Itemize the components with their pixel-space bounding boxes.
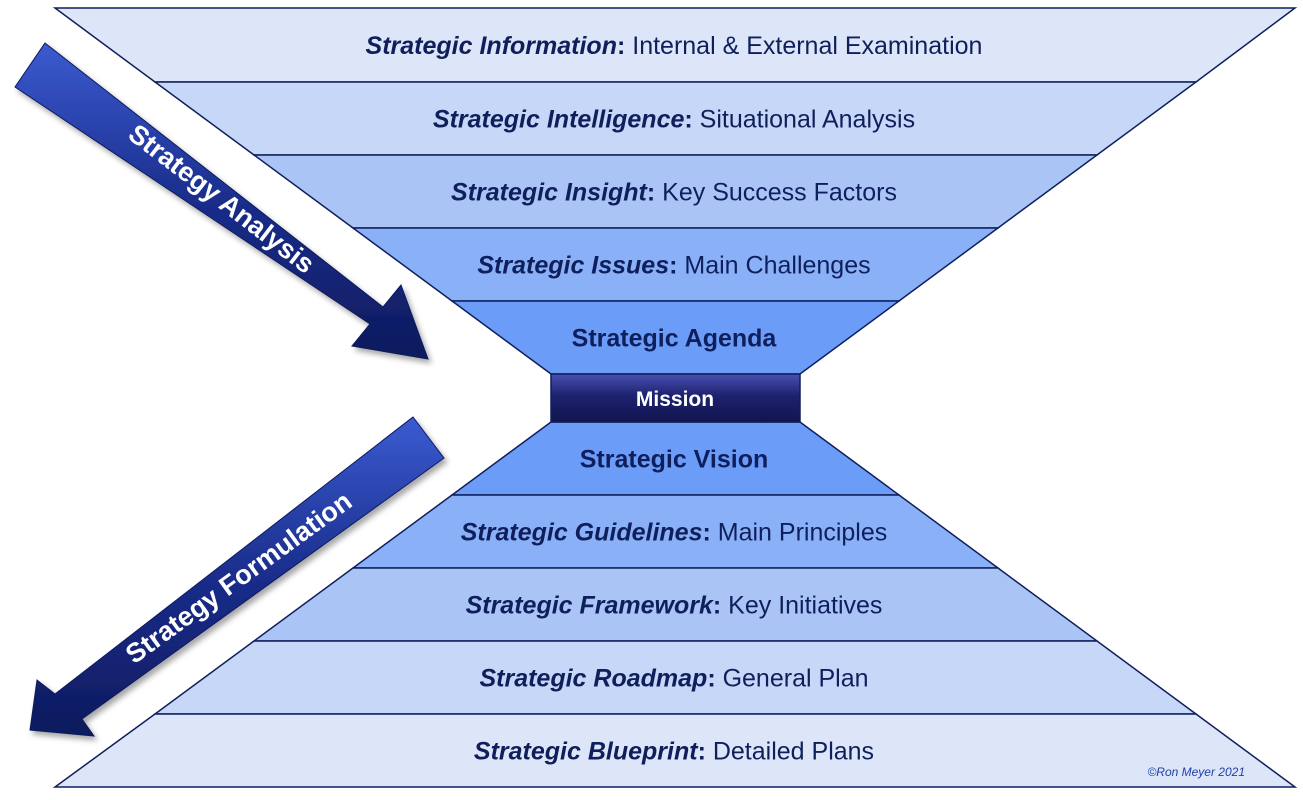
band-description: Main Principles <box>711 519 887 547</box>
band-term: Strategic Information <box>366 32 617 60</box>
top-band-label-strategic-intelligence: Strategic Intelligence: Situational Anal… <box>433 106 915 134</box>
bottom-band-label-strategic-framework: Strategic Framework: Key Initiatives <box>466 592 883 620</box>
formulation-arrow-shape <box>29 416 445 737</box>
band-separator: : <box>617 32 625 60</box>
band-description: Main Challenges <box>677 252 870 280</box>
band-description: Situational Analysis <box>693 106 915 134</box>
top-band-label-strategic-insight: Strategic Insight: Key Success Factors <box>451 179 897 207</box>
band-description: Internal & External Examination <box>625 32 982 60</box>
band-term: Strategic Blueprint <box>474 738 699 766</box>
copyright-note: ©Ron Meyer 2021 <box>1147 765 1245 779</box>
band-separator: : <box>702 519 710 547</box>
mission-bar <box>550 373 801 423</box>
band-separator: : <box>713 592 721 620</box>
bottom-band-strategic-blueprint <box>52 713 1298 788</box>
bottom-band-label-strategic-guidelines: Strategic Guidelines: Main Principles <box>461 519 888 547</box>
bottom-band-label-strategic-vision: Strategic Vision <box>580 446 769 474</box>
band-term: Strategic Framework <box>466 592 714 620</box>
top-band-label-strategic-information: Strategic Information: Internal & Extern… <box>366 32 983 60</box>
band-separator: : <box>684 106 692 134</box>
band-separator: : <box>698 738 706 766</box>
band-description: Key Initiatives <box>721 592 882 620</box>
band-term: Strategic Issues <box>477 252 669 280</box>
band-term: Strategic Roadmap <box>479 665 707 693</box>
band-term: Strategic Insight <box>451 179 649 207</box>
bottom-band-label-strategic-blueprint: Strategic Blueprint: Detailed Plans <box>474 738 874 766</box>
band-term: Strategic Vision <box>580 446 769 474</box>
analysis-arrow-shape <box>14 42 429 360</box>
band-description: General Plan <box>716 665 869 693</box>
band-separator: : <box>647 179 655 207</box>
top-band-label-strategic-agenda: Strategic Agenda <box>572 325 778 353</box>
mission-box: Mission <box>550 373 801 423</box>
band-term: Strategic Intelligence <box>433 106 685 134</box>
band-description: Key Success Factors <box>655 179 897 207</box>
top-band-label-strategic-issues: Strategic Issues: Main Challenges <box>477 252 870 280</box>
band-term: Strategic Guidelines <box>461 519 703 547</box>
band-description: Detailed Plans <box>706 738 874 766</box>
band-separator: : <box>669 252 677 280</box>
mission-label: Mission <box>636 388 714 411</box>
top-funnel: Strategic Information: Internal & Extern… <box>52 7 1298 375</box>
bottom-band-label-strategic-roadmap: Strategic Roadmap: General Plan <box>479 665 868 693</box>
band-term: Strategic Agenda <box>572 325 778 353</box>
band-separator: : <box>707 665 715 693</box>
